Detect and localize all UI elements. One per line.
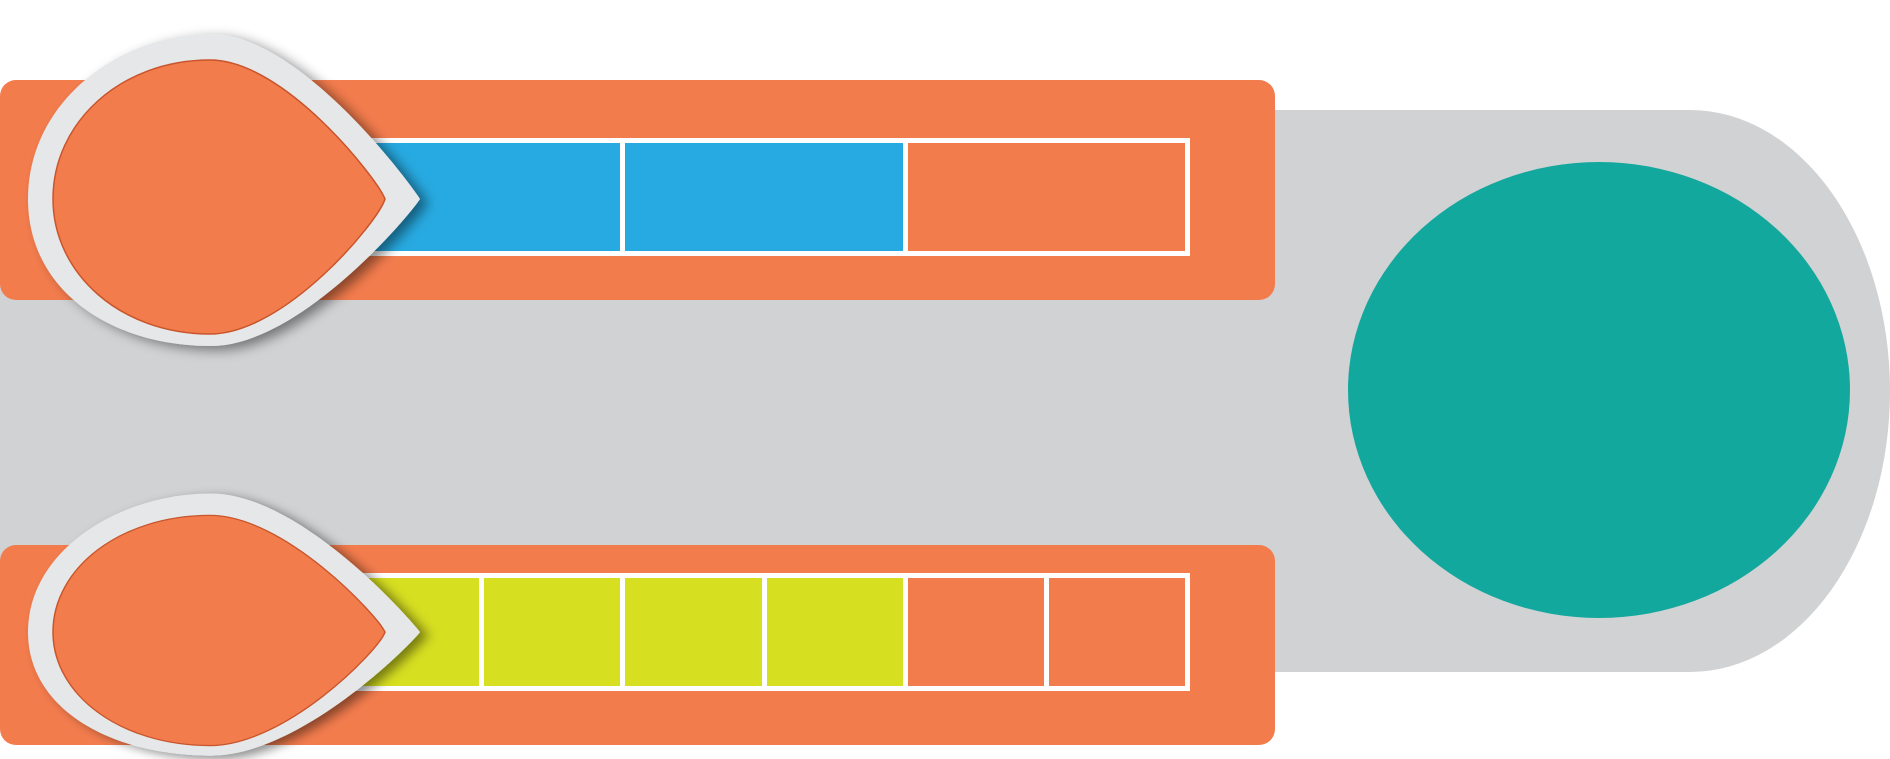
top-segment-empty [907,143,1185,251]
top-pin-icon [28,34,420,346]
bottom-segment-filled [484,578,626,686]
bottom-segment-empty [1048,578,1186,686]
bottom-segment-empty [907,578,1049,686]
status-light [1348,162,1850,618]
bottom-segment-filled [625,578,767,686]
top-segment-filled [625,143,908,251]
bottom-pin-icon [28,493,420,756]
bottom-segment-filled [766,578,908,686]
